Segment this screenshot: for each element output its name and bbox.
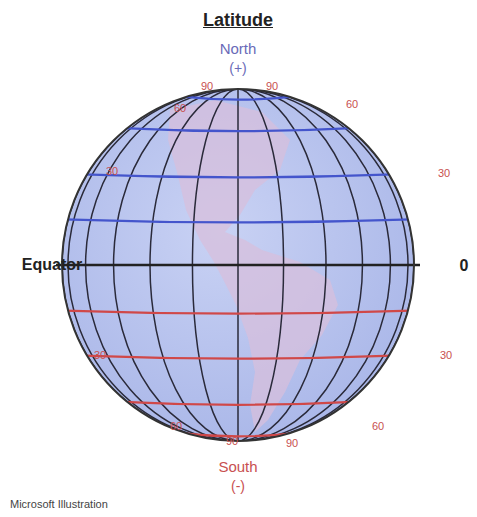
- diagram-title: Latitude: [203, 11, 273, 29]
- degree-label: 90: [226, 436, 238, 447]
- south-parallel: [123, 402, 353, 405]
- diagram-caption: Microsoft Illustration: [10, 499, 108, 510]
- north-parallel: [64, 219, 412, 222]
- pole-label: North: [220, 41, 257, 56]
- sign-label: (-): [231, 479, 245, 493]
- equator-label: Equator: [22, 257, 82, 273]
- degree-label: 90: [266, 81, 278, 92]
- degree-label: 90: [201, 81, 213, 92]
- degree-label: 30: [94, 350, 106, 361]
- sign-label: (+): [229, 61, 247, 75]
- north-parallel: [83, 174, 393, 177]
- globe-outline: [62, 89, 414, 441]
- degree-label: 30: [106, 166, 118, 177]
- degree-label: 60: [372, 421, 384, 432]
- degree-label: 60: [170, 421, 182, 432]
- north-parallel: [183, 97, 294, 100]
- equator-line: [56, 264, 420, 267]
- pole-label: South: [218, 459, 257, 474]
- degree-label: 0: [460, 258, 469, 274]
- degree-label: 60: [174, 103, 186, 114]
- north-parallel: [123, 128, 353, 131]
- degree-label: 90: [286, 438, 298, 449]
- degree-label: 60: [346, 99, 358, 110]
- degree-label: 30: [438, 168, 450, 179]
- degree-label: 30: [440, 350, 452, 361]
- south-parallel: [83, 356, 393, 359]
- south-parallel: [64, 311, 412, 314]
